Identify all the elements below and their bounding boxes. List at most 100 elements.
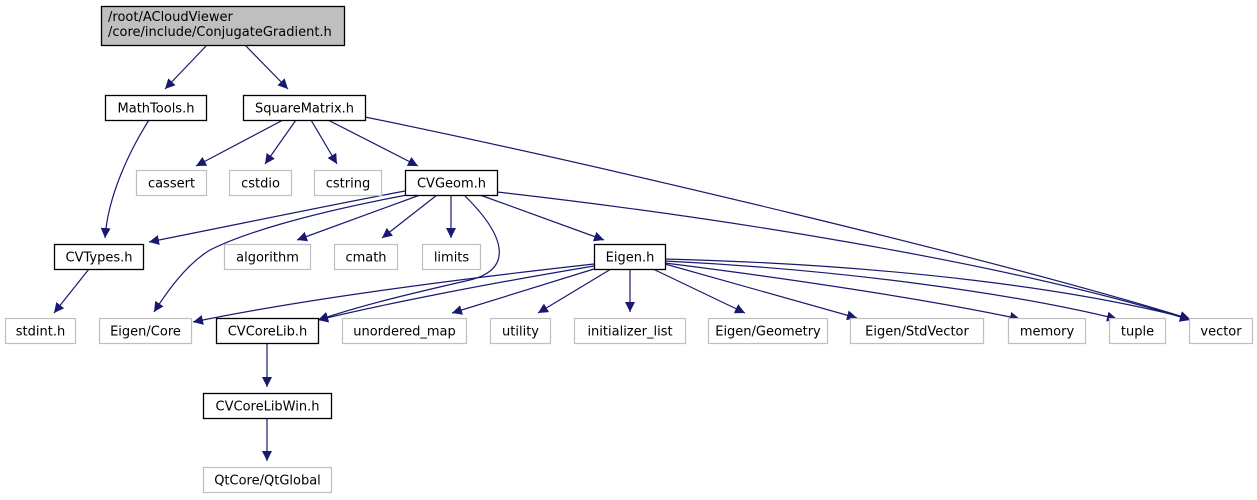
node-box: [1188, 317, 1254, 345]
node-box: [849, 317, 985, 345]
edge-cvtypes-to-stdint: [53, 268, 90, 314]
node-label: initializer_list: [587, 325, 672, 340]
node-box: [242, 94, 367, 122]
edge-eigenh-to-memory: [664, 262, 1021, 322]
edge-squarematrix-to-cassert: [195, 119, 284, 167]
nodes-layer: /root/ACloudViewer/core/include/Conjugat…: [4, 5, 1254, 494]
node-vector[interactable]: vector: [1188, 317, 1254, 345]
node-eigencore[interactable]: Eigen/Core: [98, 317, 193, 345]
node-box: [341, 317, 468, 345]
node-box: [215, 317, 320, 345]
node-box: [404, 169, 499, 197]
node-label: Eigen/Geometry: [715, 325, 821, 340]
node-eigenh[interactable]: Eigen.h: [593, 243, 667, 271]
node-initializer_list[interactable]: initializer_list: [573, 317, 687, 345]
edge-eigenh-to-tuple: [664, 260, 1118, 322]
node-box: [421, 243, 482, 271]
node-label: MathTools.h: [118, 102, 195, 117]
node-mathtools[interactable]: MathTools.h: [104, 94, 208, 122]
node-eigengeometry[interactable]: Eigen/Geometry: [707, 317, 829, 345]
edge-eigenh-to-cvcorelib: [317, 265, 595, 323]
node-cmath[interactable]: cmath: [333, 243, 399, 271]
node-box: [489, 317, 552, 345]
edge-cvgeom-to-vector: [496, 191, 1191, 322]
edge-squarematrix-to-cstdio: [264, 119, 297, 165]
node-unordered_map[interactable]: unordered_map: [341, 317, 468, 345]
node-memory[interactable]: memory: [1007, 317, 1087, 345]
node-algorithm[interactable]: algorithm: [223, 243, 312, 271]
edge-cvgeom-to-cmath: [381, 194, 438, 239]
node-label: Eigen/StdVector: [865, 325, 969, 340]
node-label: /core/include/ConjugateGradient.h: [108, 25, 332, 40]
node-root[interactable]: /root/ACloudViewer/core/include/Conjugat…: [100, 5, 346, 47]
node-box: [593, 243, 667, 271]
edge-cvgeom-to-algorithm: [296, 194, 421, 242]
node-stdint[interactable]: stdint.h: [4, 317, 77, 345]
node-label: cmath: [345, 251, 386, 266]
node-box: [135, 169, 208, 197]
edge-squarematrix-to-cvgeom: [327, 119, 419, 167]
node-label: Eigen.h: [606, 251, 655, 266]
node-box: [4, 317, 77, 345]
edge-cvgeom-to-cvcorelib: [317, 194, 500, 322]
edge-squarematrix-to-cstring: [310, 119, 338, 165]
edge-squarematrix-to-vector: [364, 116, 1191, 321]
node-label: CVGeom.h: [417, 177, 486, 192]
node-box: [53, 243, 145, 271]
node-box: [202, 392, 333, 420]
node-label: CVTypes.h: [66, 251, 133, 266]
node-label: limits: [434, 251, 470, 266]
edge-eigenh-to-eigengeometry: [652, 268, 746, 314]
node-box: [228, 169, 293, 197]
node-cstring[interactable]: cstring: [313, 169, 383, 197]
edge-eigenh-to-utility: [537, 268, 612, 314]
node-tuple[interactable]: tuple: [1108, 317, 1167, 345]
node-label: unordered_map: [353, 325, 456, 340]
node-label: /root/ACloudViewer: [108, 10, 233, 25]
node-qtglobal[interactable]: QtCore/QtGlobal: [202, 466, 333, 494]
node-label: CVCoreLibWin.h: [216, 400, 320, 415]
node-cvtypes[interactable]: CVTypes.h: [53, 243, 145, 271]
node-label: SquareMatrix.h: [255, 102, 354, 117]
edge-eigenh-to-unordered_map: [451, 268, 595, 315]
node-box: [202, 466, 333, 494]
node-box: [333, 243, 399, 271]
node-cvgeom[interactable]: CVGeom.h: [404, 169, 499, 197]
node-box: [573, 317, 687, 345]
edge-eigenh-to-eigenstdvector: [664, 263, 858, 321]
node-cstdio[interactable]: cstdio: [228, 169, 293, 197]
node-label: Eigen/Core: [110, 325, 181, 340]
node-utility[interactable]: utility: [489, 317, 552, 345]
node-box: [1108, 317, 1167, 345]
node-squarematrix[interactable]: SquareMatrix.h: [242, 94, 367, 122]
node-label: algorithm: [236, 251, 299, 266]
edge-root-to-squarematrix: [244, 44, 289, 90]
edge-eigenh-to-eigencore: [192, 263, 595, 325]
edge-cvgeom-to-eigencore: [153, 194, 408, 313]
node-label: QtCore/QtGlobal: [214, 474, 321, 489]
node-label: vector: [1200, 325, 1242, 340]
node-cvcorelib[interactable]: CVCoreLib.h: [215, 317, 320, 345]
node-box: [313, 169, 383, 197]
node-label: utility: [502, 325, 539, 340]
node-label: cassert: [148, 177, 195, 192]
edge-eigenh-to-vector: [664, 258, 1191, 322]
node-box: [98, 317, 193, 345]
edge-cvgeom-to-cvtypes: [148, 190, 406, 245]
node-box: [104, 94, 208, 122]
node-label: stdint.h: [16, 325, 65, 340]
edge-cvgeom-to-eigenh: [479, 194, 605, 242]
node-label: memory: [1020, 325, 1075, 340]
node-box: [100, 5, 346, 47]
edge-mathtools-to-cvtypes: [100, 119, 150, 239]
node-eigenstdvector[interactable]: Eigen/StdVector: [849, 317, 985, 345]
node-cassert[interactable]: cassert: [135, 169, 208, 197]
node-cvcorelibwin[interactable]: CVCoreLibWin.h: [202, 392, 333, 420]
node-limits[interactable]: limits: [421, 243, 482, 271]
node-box: [1007, 317, 1087, 345]
node-label: cstdio: [241, 177, 280, 192]
edge-root-to-mathtools: [164, 44, 208, 90]
node-box: [707, 317, 829, 345]
edges-layer: [53, 44, 1191, 461]
